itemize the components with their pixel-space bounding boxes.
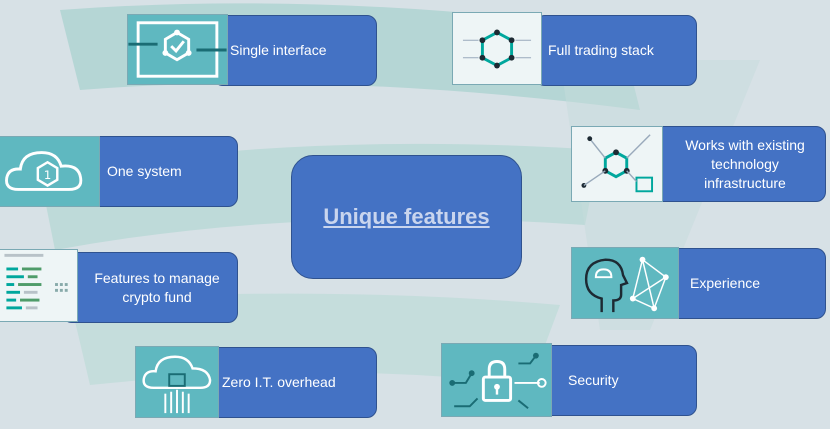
network-integration-icon	[571, 126, 663, 202]
padlock-circuit-icon	[441, 343, 552, 417]
trading-stack-hexagon-icon	[452, 12, 542, 85]
feature-label: Experience	[690, 275, 761, 291]
code-document-icon	[0, 249, 78, 322]
feature-label: Works with existing technology infrastru…	[685, 136, 805, 191]
feature-label: Full trading stack	[548, 42, 654, 58]
feature-label: Single interface	[230, 42, 327, 58]
feature-full-trading-stack: Full trading stack	[535, 15, 697, 86]
feature-experience: Experience	[663, 248, 826, 319]
cloud-server-icon	[135, 346, 219, 418]
head-network-icon	[571, 247, 679, 319]
feature-label: Features to manage crypto fund	[94, 269, 220, 305]
center-title: Unique features	[323, 204, 490, 229]
cloud-one-icon: 1	[0, 136, 100, 207]
center-node: Unique features	[291, 155, 522, 279]
feature-security: Security	[535, 345, 697, 416]
feature-one-system: One system	[80, 136, 238, 207]
feature-manage-crypto-fund: Features to manage crypto fund	[62, 252, 238, 323]
feature-single-interface: Single interface	[213, 15, 377, 86]
feature-label: Zero I.T. overhead	[222, 374, 336, 390]
feature-works-with-existing: Works with existing technology infrastru…	[650, 126, 826, 202]
feature-zero-it-overhead: Zero I.T. overhead	[205, 347, 377, 418]
svg-text:1: 1	[44, 168, 51, 182]
interface-hexagon-icon	[127, 14, 228, 85]
feature-label: One system	[107, 163, 182, 179]
feature-label: Security	[568, 372, 619, 388]
